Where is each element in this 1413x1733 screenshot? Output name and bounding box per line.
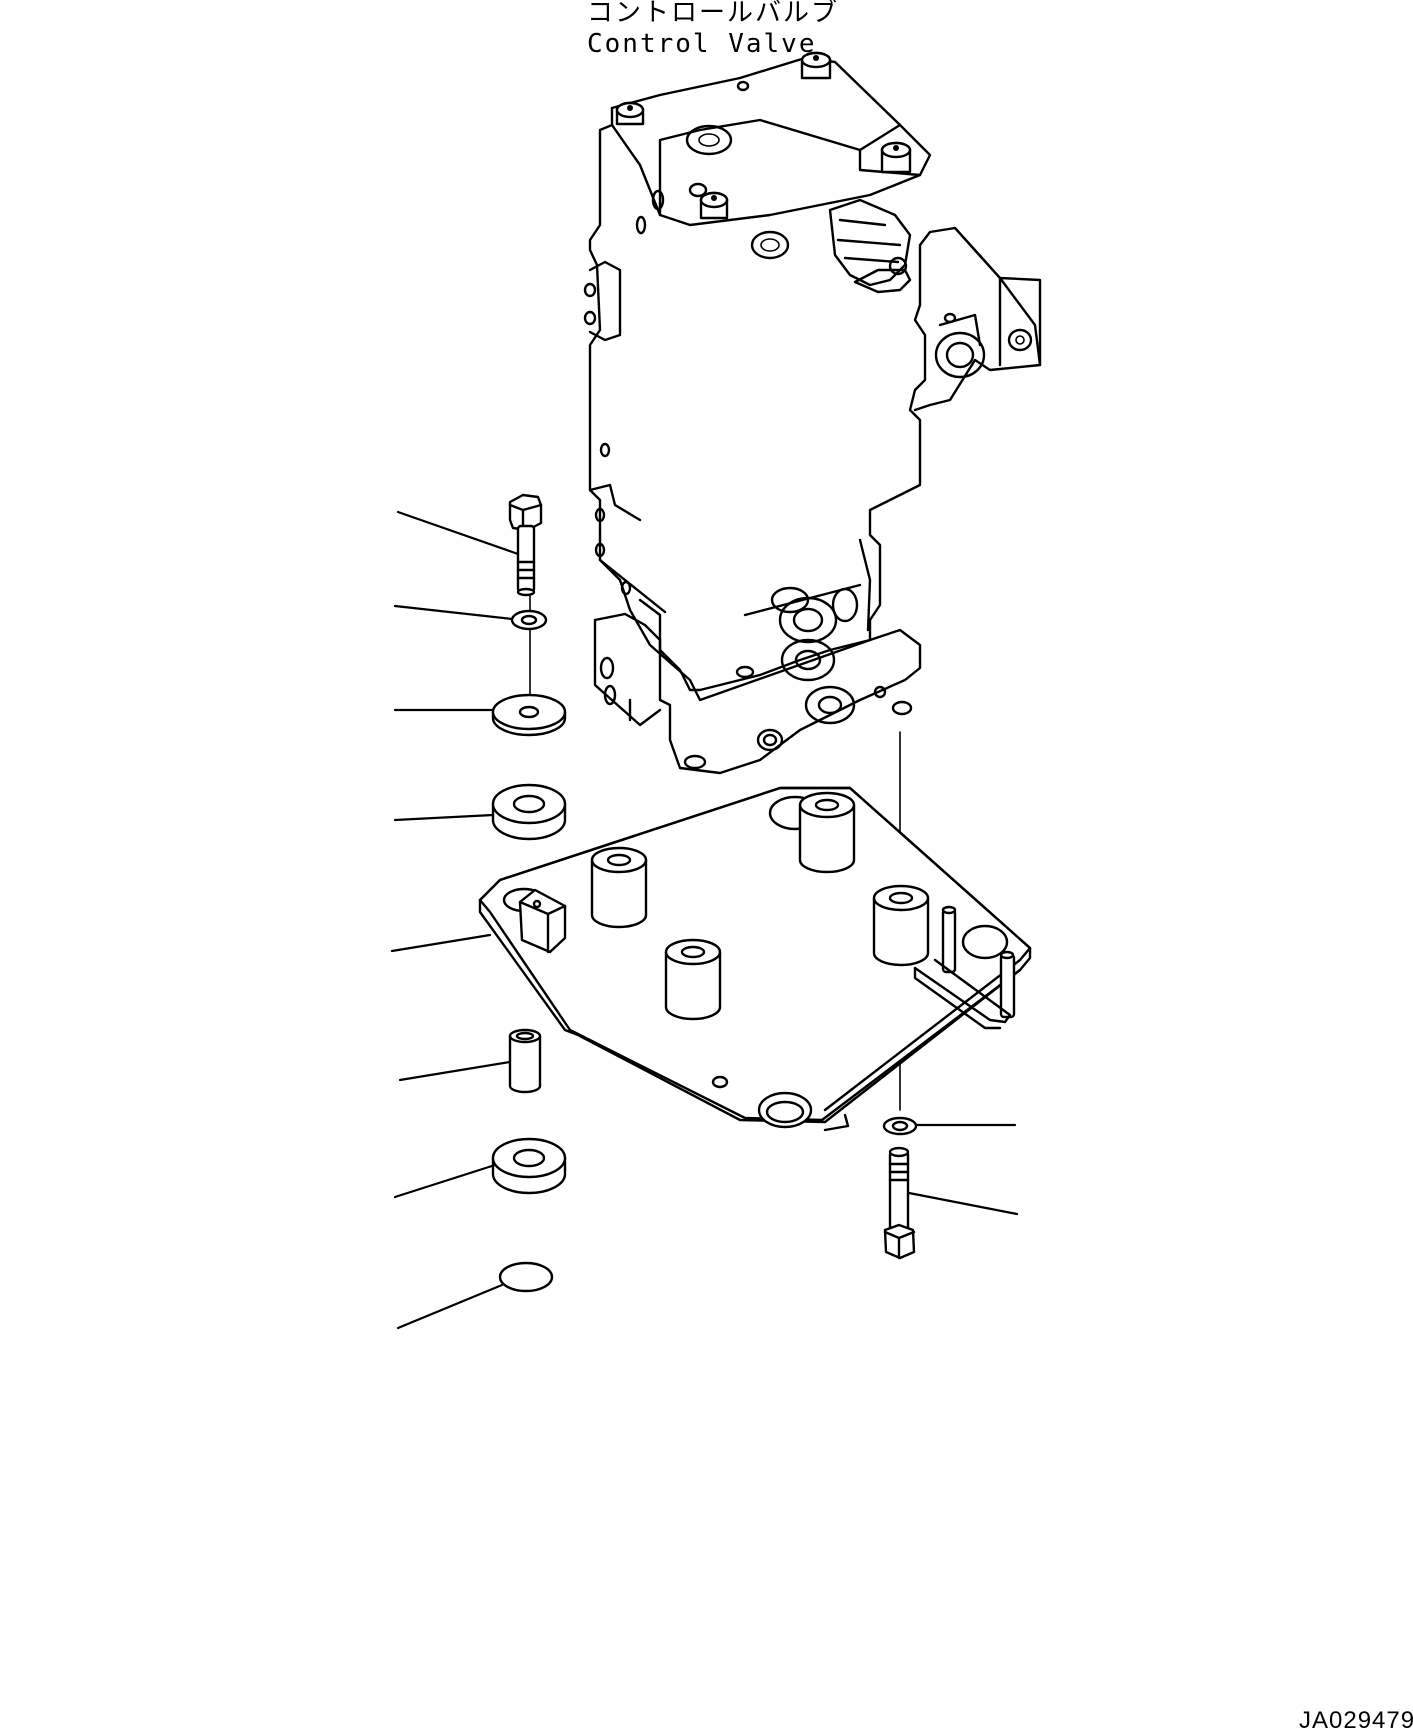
drawing-id: JA029479 (1299, 1707, 1413, 1733)
spacer-1 (590, 846, 648, 929)
pin-2 (999, 950, 1016, 1019)
spacer-2 (798, 791, 856, 874)
leader-bracket-plate (390, 933, 492, 953)
title-japanese: コントロールバルブ (587, 0, 839, 28)
pin-1 (941, 905, 957, 974)
leader-cap (396, 1283, 504, 1330)
leader-cushion-upper (393, 813, 495, 822)
plate-washer-icon (491, 693, 567, 737)
control-valve-icon (583, 51, 1042, 775)
leader-bolt-upper (396, 510, 520, 556)
leader-bolt-lower (907, 1191, 1019, 1216)
collar-icon (508, 1028, 542, 1094)
leader-cushion-lower (393, 1163, 497, 1199)
washer-icon (510, 609, 548, 631)
bracket-plate-icon (478, 786, 1032, 1132)
spacer-3 (872, 884, 930, 967)
title-english: Control Valve (587, 29, 817, 59)
leader-collar (398, 1060, 512, 1082)
cushion-icon (491, 1137, 567, 1195)
bolt-icon (883, 1146, 916, 1260)
spacer-4 (664, 938, 722, 1021)
washer-icon (882, 1116, 918, 1136)
leader-washer-upper (393, 604, 514, 621)
bolt-icon (508, 493, 543, 597)
cap-icon (498, 1261, 554, 1293)
cushion-icon (491, 783, 567, 841)
